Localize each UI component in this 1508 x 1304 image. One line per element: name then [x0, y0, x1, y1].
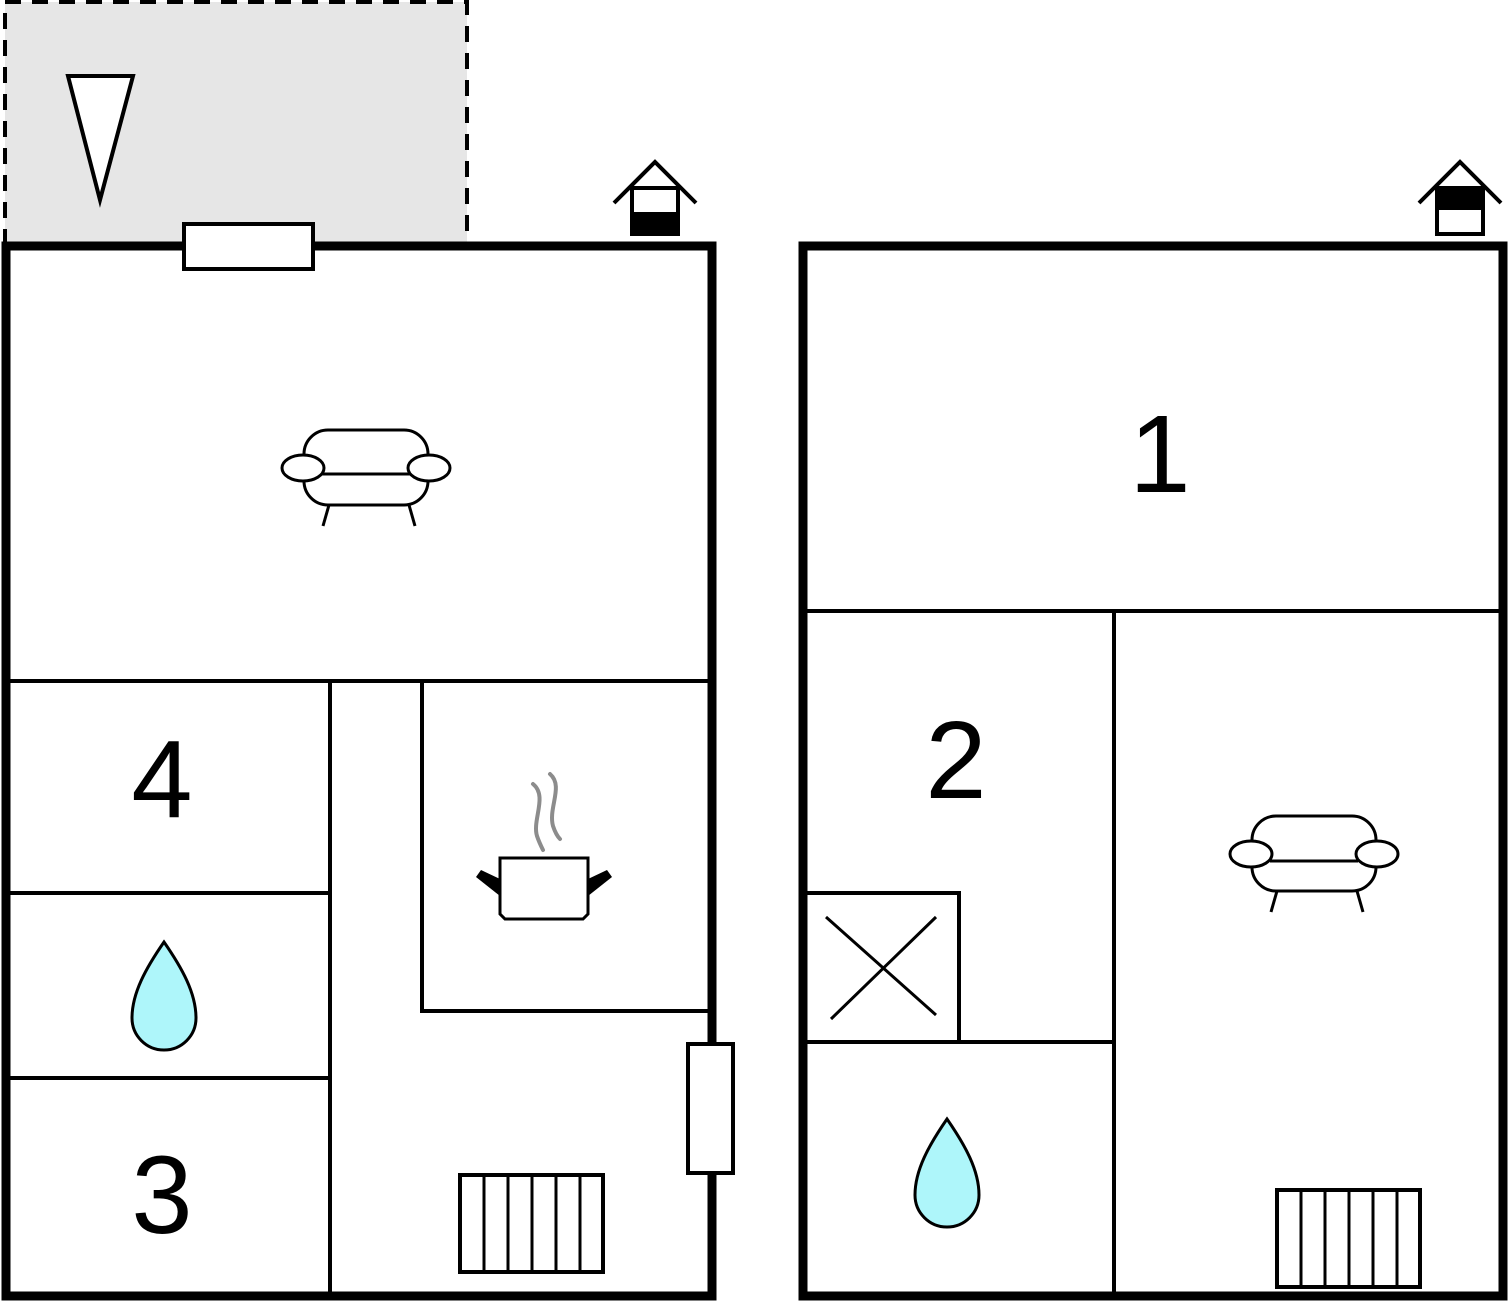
sofa-icon	[1228, 814, 1400, 913]
terrace	[3, 0, 469, 245]
room-label-1: 1	[1129, 393, 1190, 516]
house-level-ground-icon	[612, 159, 698, 236]
radiator-icon	[1275, 1188, 1422, 1289]
room-label-4: 4	[131, 718, 192, 841]
sofa-icon	[280, 428, 452, 527]
window	[182, 222, 315, 271]
cross-icon	[825, 915, 938, 1021]
compass-north-icon	[65, 74, 136, 208]
window	[686, 1042, 735, 1175]
room-label-3: 3	[131, 1134, 192, 1257]
radiator-icon	[458, 1173, 605, 1274]
ground-floor: 4 3	[1, 0, 735, 1301]
upper-floor: 1 2	[798, 159, 1508, 1301]
ground-floor-interior-walls	[6, 679, 712, 1296]
water-drop-icon	[130, 939, 198, 1052]
cooking-pot-icon	[476, 772, 612, 921]
ground-floor-outer-wall	[1, 241, 717, 1301]
room-label-2: 2	[925, 699, 986, 822]
upper-floor-outer-wall	[798, 241, 1508, 1301]
water-drop-icon	[913, 1116, 981, 1229]
upper-floor-interior-walls	[803, 609, 1503, 1296]
house-level-upper-icon	[1417, 159, 1503, 236]
